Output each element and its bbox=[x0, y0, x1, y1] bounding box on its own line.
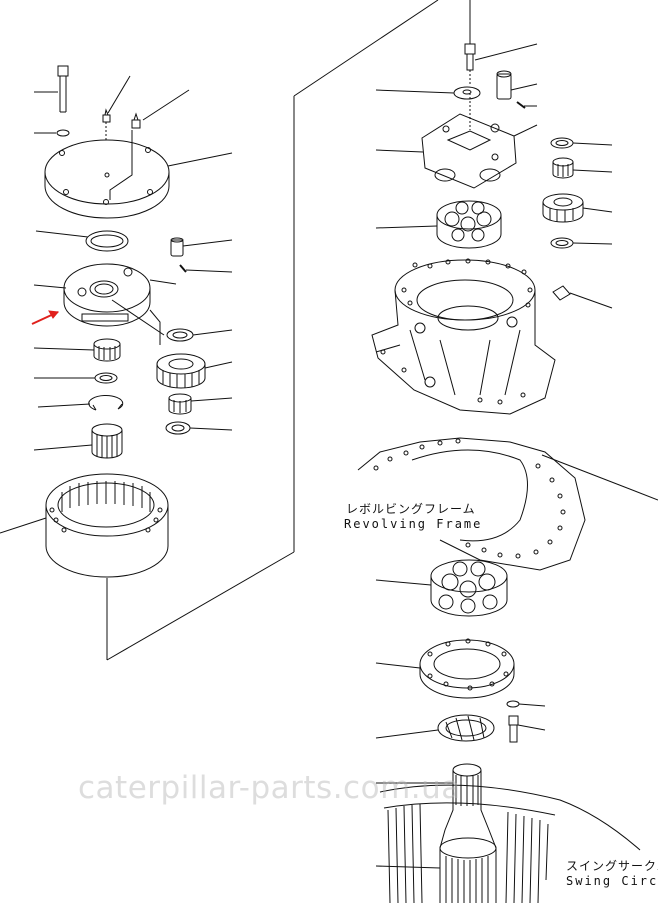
roller-bearing-part bbox=[436, 200, 502, 249]
cover-plate-part bbox=[44, 130, 170, 219]
o-ring-part bbox=[85, 230, 129, 252]
pin-part bbox=[170, 237, 187, 273]
leader-lines-left bbox=[0, 75, 233, 534]
washer-part bbox=[550, 237, 574, 249]
bolt-part bbox=[57, 65, 69, 113]
plug-part bbox=[552, 285, 571, 301]
washer-part bbox=[166, 328, 194, 342]
swing-circle-label-jp: スイングサークル bbox=[566, 859, 658, 873]
pointer-arrow bbox=[31, 310, 59, 325]
bolt-part bbox=[464, 0, 476, 71]
planetary-carrier-part bbox=[63, 263, 177, 345]
washer-part bbox=[550, 137, 574, 149]
group-bracket-lines bbox=[106, 0, 439, 661]
right-assembly bbox=[357, 0, 658, 903]
bolt-part bbox=[508, 715, 519, 743]
watermark-text: caterpillar-parts.com.ua bbox=[78, 770, 461, 806]
planetary-gear-part bbox=[156, 353, 206, 389]
pinion-shaft-part bbox=[439, 763, 497, 903]
roller-bearing-part bbox=[430, 559, 508, 617]
flange-part bbox=[419, 638, 515, 699]
revolving-frame-label-en: Revolving Frame bbox=[344, 517, 483, 531]
swing-circle-arc bbox=[379, 784, 641, 903]
planetary-gear-part bbox=[542, 193, 584, 223]
left-assembly bbox=[0, 0, 439, 661]
housing-part bbox=[371, 258, 556, 415]
ring-gear-part bbox=[45, 473, 169, 578]
revolving-frame-label-jp: レボルビングフレーム bbox=[346, 502, 476, 516]
planetary-carrier-part bbox=[421, 93, 517, 189]
plate-part bbox=[453, 86, 481, 100]
thrust-washer-part bbox=[94, 372, 118, 384]
washer-part bbox=[165, 421, 191, 435]
snap-ring-part bbox=[88, 394, 124, 411]
needle-bearing-part bbox=[91, 423, 123, 459]
revolving-frame-plate bbox=[357, 437, 586, 571]
washer-part bbox=[56, 129, 70, 137]
bearing-part bbox=[168, 393, 192, 415]
leader-lines-right bbox=[375, 43, 658, 869]
pin-part bbox=[496, 70, 526, 109]
seal-part bbox=[437, 714, 495, 742]
bearing-part bbox=[93, 338, 121, 362]
swing-circle-label-en: Swing Circle bbox=[566, 874, 658, 888]
bearing-part bbox=[552, 157, 574, 179]
washer-part bbox=[506, 700, 520, 708]
grease-nipple-part bbox=[131, 112, 141, 129]
